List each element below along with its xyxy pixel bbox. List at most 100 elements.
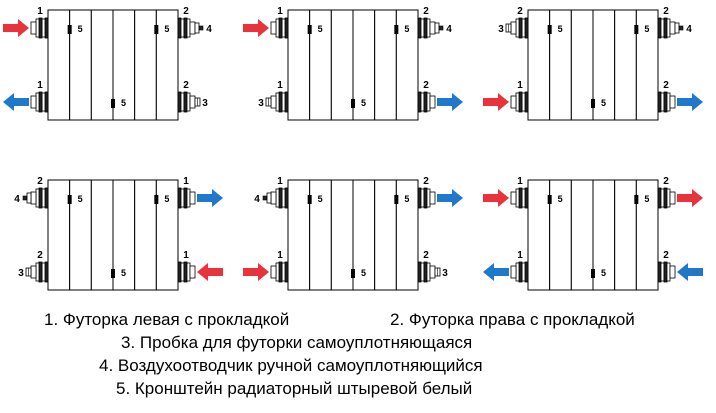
bracket-label: 5 — [318, 194, 323, 204]
return-outflow-arrow — [437, 189, 463, 207]
radiator-section — [374, 179, 397, 291]
supply-inflow-arrow — [197, 263, 223, 281]
air-vent-label: 4 — [14, 194, 20, 205]
port-number: 1 — [277, 6, 283, 17]
bracket-label: 5 — [361, 98, 366, 108]
bracket-marker — [394, 25, 399, 34]
radiator-section — [330, 9, 354, 121]
plug-fitting — [417, 261, 436, 283]
air-vent-icon — [262, 192, 272, 204]
port-number: 1 — [37, 80, 43, 91]
stopper-label: 3 — [442, 268, 448, 279]
legend-item-1: 1. Футорка левая с прокладкой — [44, 310, 290, 329]
bracket-marker — [351, 269, 355, 278]
air-vent-icon — [674, 22, 684, 34]
bracket-marker — [307, 25, 312, 34]
radiator-section — [374, 9, 397, 121]
return-outflow-arrow — [3, 93, 29, 111]
radiator-section — [395, 9, 419, 121]
return-outflow-arrow — [437, 93, 463, 111]
air-vent-label: 4 — [254, 194, 260, 205]
bracket-label: 5 — [601, 98, 606, 108]
supply-outflow-arrow — [677, 189, 703, 207]
radiator-section — [614, 9, 637, 121]
radiator-section — [47, 179, 71, 291]
radiator-section — [635, 179, 659, 291]
supply-inflow-arrow — [243, 19, 269, 37]
stopper-icon — [265, 97, 272, 107]
legend-item-3: 3. Пробка для футорки самоуплотняющаяся — [121, 333, 473, 352]
bracket-marker — [67, 25, 72, 34]
port-number: 1 — [277, 80, 283, 91]
plug-fitting — [417, 17, 436, 39]
plug-fitting — [270, 187, 289, 209]
bracket-label: 5 — [404, 24, 409, 34]
plug-fitting — [30, 17, 49, 39]
radiator-section — [47, 9, 71, 121]
bracket-marker — [394, 195, 399, 204]
bracket-label: 5 — [644, 194, 649, 204]
port-number: 2 — [183, 80, 189, 91]
legend-item-2: 2. Футорка права с прокладкой — [390, 310, 635, 329]
plug-fitting — [30, 261, 49, 283]
plug-fitting — [510, 91, 529, 113]
radiator-section — [287, 179, 311, 291]
port-number: 2 — [663, 6, 669, 17]
bracket-label: 5 — [121, 98, 126, 108]
legend-item-5: 5. Кронштейн радиаторный штыревой белый — [116, 379, 473, 398]
stopper-icon — [194, 97, 201, 107]
plug-fitting — [270, 91, 289, 113]
bracket-marker — [111, 99, 115, 108]
radiator-section — [155, 179, 179, 291]
plug-fitting — [177, 91, 196, 113]
port-number: 1 — [277, 176, 283, 187]
stopper-icon — [25, 267, 32, 277]
port-number: 1 — [517, 250, 523, 261]
bracket-marker — [634, 195, 639, 204]
bracket-label: 5 — [318, 24, 323, 34]
plug-fitting — [30, 91, 49, 113]
bracket-marker — [154, 25, 159, 34]
bracket-marker — [591, 269, 595, 278]
radiator-section — [134, 9, 157, 121]
bracket-label: 5 — [121, 268, 126, 278]
radiator-section — [330, 179, 354, 291]
bracket-marker — [67, 195, 72, 204]
radiator-section — [287, 9, 311, 121]
plug-fitting — [270, 17, 289, 39]
bracket-label: 5 — [164, 194, 169, 204]
stopper-icon — [434, 267, 441, 277]
stopper-label: 3 — [258, 98, 264, 109]
bracket-label: 5 — [164, 24, 169, 34]
port-number: 2 — [423, 80, 429, 91]
air-vent-icon — [194, 22, 204, 34]
plug-fitting — [417, 91, 436, 113]
radiator-section — [614, 179, 637, 291]
plug-fitting — [657, 17, 676, 39]
port-number: 2 — [663, 176, 669, 187]
air-vent-label: 4 — [446, 24, 452, 35]
stopper-icon — [505, 23, 512, 33]
supply-inflow-arrow — [483, 93, 509, 111]
port-number: 1 — [183, 176, 189, 187]
radiator-section — [90, 9, 114, 121]
bracket-label: 5 — [558, 24, 563, 34]
supply-inflow-arrow — [243, 263, 269, 281]
stopper-label: 3 — [498, 24, 504, 35]
port-number: 2 — [663, 250, 669, 261]
plug-fitting — [657, 261, 676, 283]
bracket-label: 5 — [404, 194, 409, 204]
plug-fitting — [177, 17, 196, 39]
port-number: 1 — [37, 6, 43, 17]
plug-fitting — [177, 187, 196, 209]
port-number: 2 — [663, 80, 669, 91]
return-outflow-arrow — [677, 93, 703, 111]
air-vent-icon — [434, 22, 444, 34]
bracket-label: 5 — [601, 268, 606, 278]
port-number: 2 — [37, 250, 43, 261]
radiator-section — [635, 9, 659, 121]
radiator-section — [134, 179, 157, 291]
